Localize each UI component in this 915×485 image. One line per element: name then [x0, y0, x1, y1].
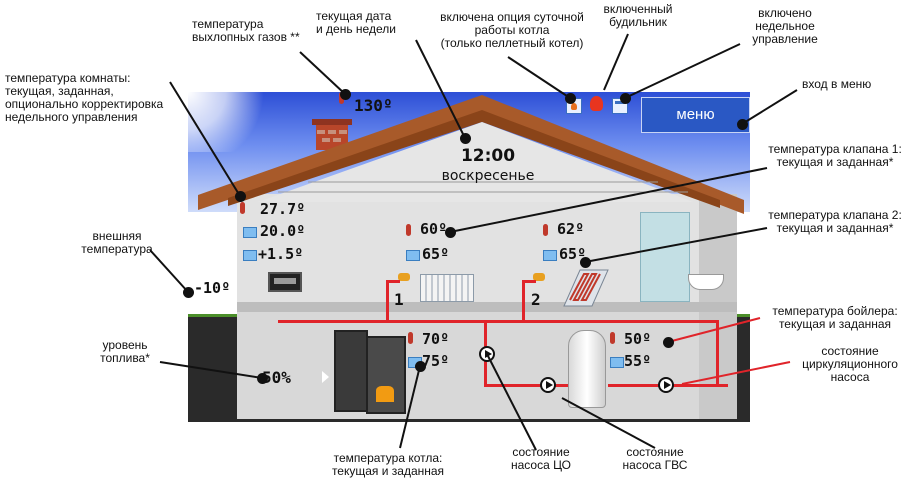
valve1-icon [398, 273, 410, 281]
label-fuel-level: уровень топлива* [100, 338, 150, 365]
dhw-pump-icon [540, 377, 556, 393]
leader-dot-menu [737, 119, 748, 130]
circulation-pump-icon [658, 377, 674, 393]
leader-dot-room [235, 191, 246, 202]
fuel-level-value: 50% [262, 368, 291, 387]
boiler-setpoint-icon [610, 357, 624, 368]
label-co-pump: состояние насоса ЦО [510, 445, 572, 472]
room-correction-value: +1.5º [258, 245, 304, 263]
valve1-set-temp: 65º [422, 245, 450, 263]
label-valve1: температура клапана 1: текущая и заданна… [768, 142, 902, 169]
label-outside-temp: внешняя температура [81, 229, 153, 256]
outside-temp-value: -10º [194, 279, 231, 297]
label-dhw-pump: состояние насоса ГВС [622, 445, 688, 472]
valve2-riser-pipe [522, 280, 525, 322]
room-setpoint-icon [243, 227, 257, 238]
radiator-icon [420, 274, 474, 302]
valve2-current-temp: 62º [557, 220, 585, 238]
menu-button[interactable]: меню [641, 97, 750, 133]
label-weekly: включено недельное управление [752, 6, 818, 46]
supply-pipe [278, 320, 718, 323]
room-thermometer-icon [240, 202, 245, 214]
boiler-thermometer-icon [610, 332, 615, 344]
room-controller-icon [268, 272, 302, 292]
label-date-day: текущая дата и день недели [316, 9, 396, 36]
kettle-thermometer-icon [408, 332, 413, 344]
room-correction-icon [243, 250, 257, 261]
day-display: воскресенье [441, 168, 535, 184]
leader-dot-weekly [620, 93, 631, 104]
valve1-current-temp: 60º [420, 220, 448, 238]
floor-heating-icon [563, 269, 609, 307]
label-kettle-temp: температура котла: текущая и заданная [331, 451, 445, 478]
label-menu-entry: вход в меню [802, 77, 872, 91]
time-display: 12:00 [460, 146, 516, 166]
leader-dot-flue [340, 89, 351, 100]
valve2-set-temp: 65º [559, 245, 587, 263]
valve1-riser-pipe [386, 280, 389, 322]
label-nonstop: включена опция суточной работы котла (то… [440, 10, 584, 50]
controller-screen: 130º 12:00 воскресенье 27.7º 20.0º +1.5º… [188, 92, 750, 422]
kettle-icon [366, 336, 406, 414]
flue-temp-value: 130º [354, 96, 393, 115]
boiler-set-temp: 55º [624, 352, 652, 370]
leader-dot-boiler [663, 337, 674, 348]
dhw-pipe [484, 384, 584, 387]
leader-dot-date [460, 133, 471, 144]
alarm-bell-icon [590, 96, 603, 111]
label-boiler-tank: температура бойлера: текущая и заданная [772, 304, 898, 331]
valve1-setpoint-icon [406, 250, 420, 261]
valve1-thermometer-icon [406, 224, 411, 236]
sun-glow [188, 92, 278, 152]
co-pump-icon [479, 346, 495, 362]
boiler-current-temp: 50º [624, 330, 652, 348]
kettle-set-temp: 75º [422, 352, 450, 370]
room-current-temp: 27.7º [260, 200, 306, 218]
leader-dot-fuel [257, 373, 268, 384]
fuel-arrow-icon [322, 371, 329, 383]
room-set-temp: 20.0º [260, 222, 306, 240]
leader-dot-outside [183, 287, 194, 298]
label-flue-gas: температура выхлопных газов ** [192, 17, 300, 44]
leader-dot-valve2 [580, 257, 591, 268]
leader-dot-valve1 [445, 227, 456, 238]
leader-dot-kettle [415, 361, 426, 372]
label-circulation-pump: состояние циркуляционного насоса [802, 344, 898, 384]
valve1-label: 1 [394, 290, 404, 309]
label-alarm: включенный будильник [603, 2, 673, 29]
valve2-thermometer-icon [543, 224, 548, 236]
valve2-icon [533, 273, 545, 281]
floor-slab [237, 302, 737, 312]
house-roof [198, 95, 744, 214]
label-room-temp: температура комнаты: текущая, заданная, … [5, 71, 164, 124]
water-tank-icon [568, 330, 606, 408]
label-valve2: температура клапана 2: текущая и заданна… [768, 208, 902, 235]
valve2-setpoint-icon [543, 250, 557, 261]
kettle-current-temp: 70º [422, 330, 450, 348]
valve2-label: 2 [531, 290, 541, 309]
shower-cabin-icon [640, 212, 690, 302]
leader-dot-nonstop [565, 93, 576, 104]
